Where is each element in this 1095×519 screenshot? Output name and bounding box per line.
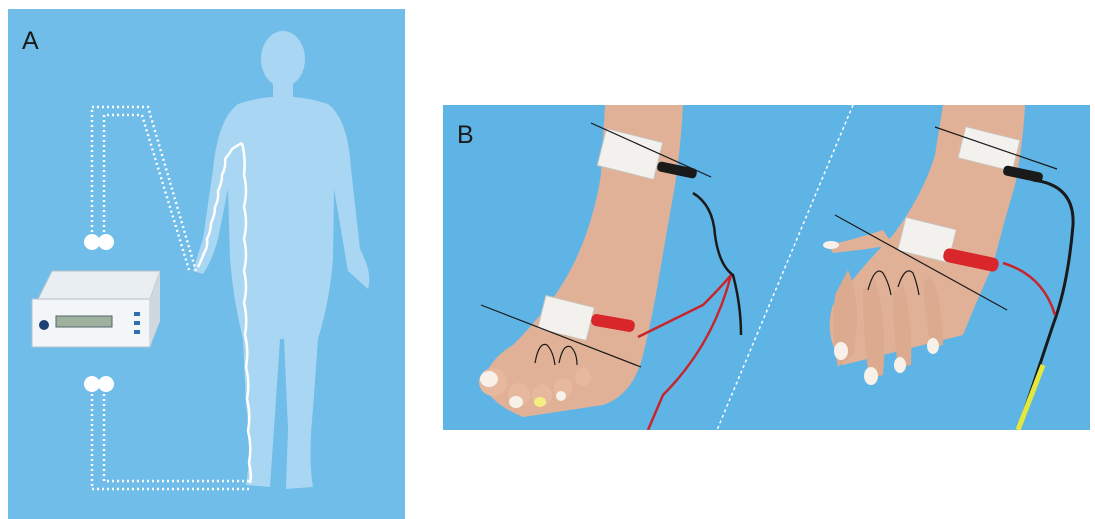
human-silhouette-icon	[193, 31, 369, 489]
hand-red-cable	[1003, 263, 1055, 315]
panel-b: B	[443, 105, 1090, 430]
panel-label-a: A	[22, 27, 39, 56]
hand-yellow-cable	[1018, 365, 1043, 430]
lower-dotted-wires	[92, 389, 252, 489]
electrode-pair-icon	[84, 376, 114, 392]
panel-a-illustration	[8, 9, 405, 519]
panel-label-b: B	[457, 121, 474, 150]
stimulator-device-icon	[32, 271, 160, 347]
divider-line	[717, 105, 853, 430]
hand-black-cable	[1018, 180, 1073, 430]
electrode-pair-icon	[84, 234, 114, 250]
panel-a: A	[8, 9, 405, 519]
panel-b-illustration	[443, 105, 1090, 430]
